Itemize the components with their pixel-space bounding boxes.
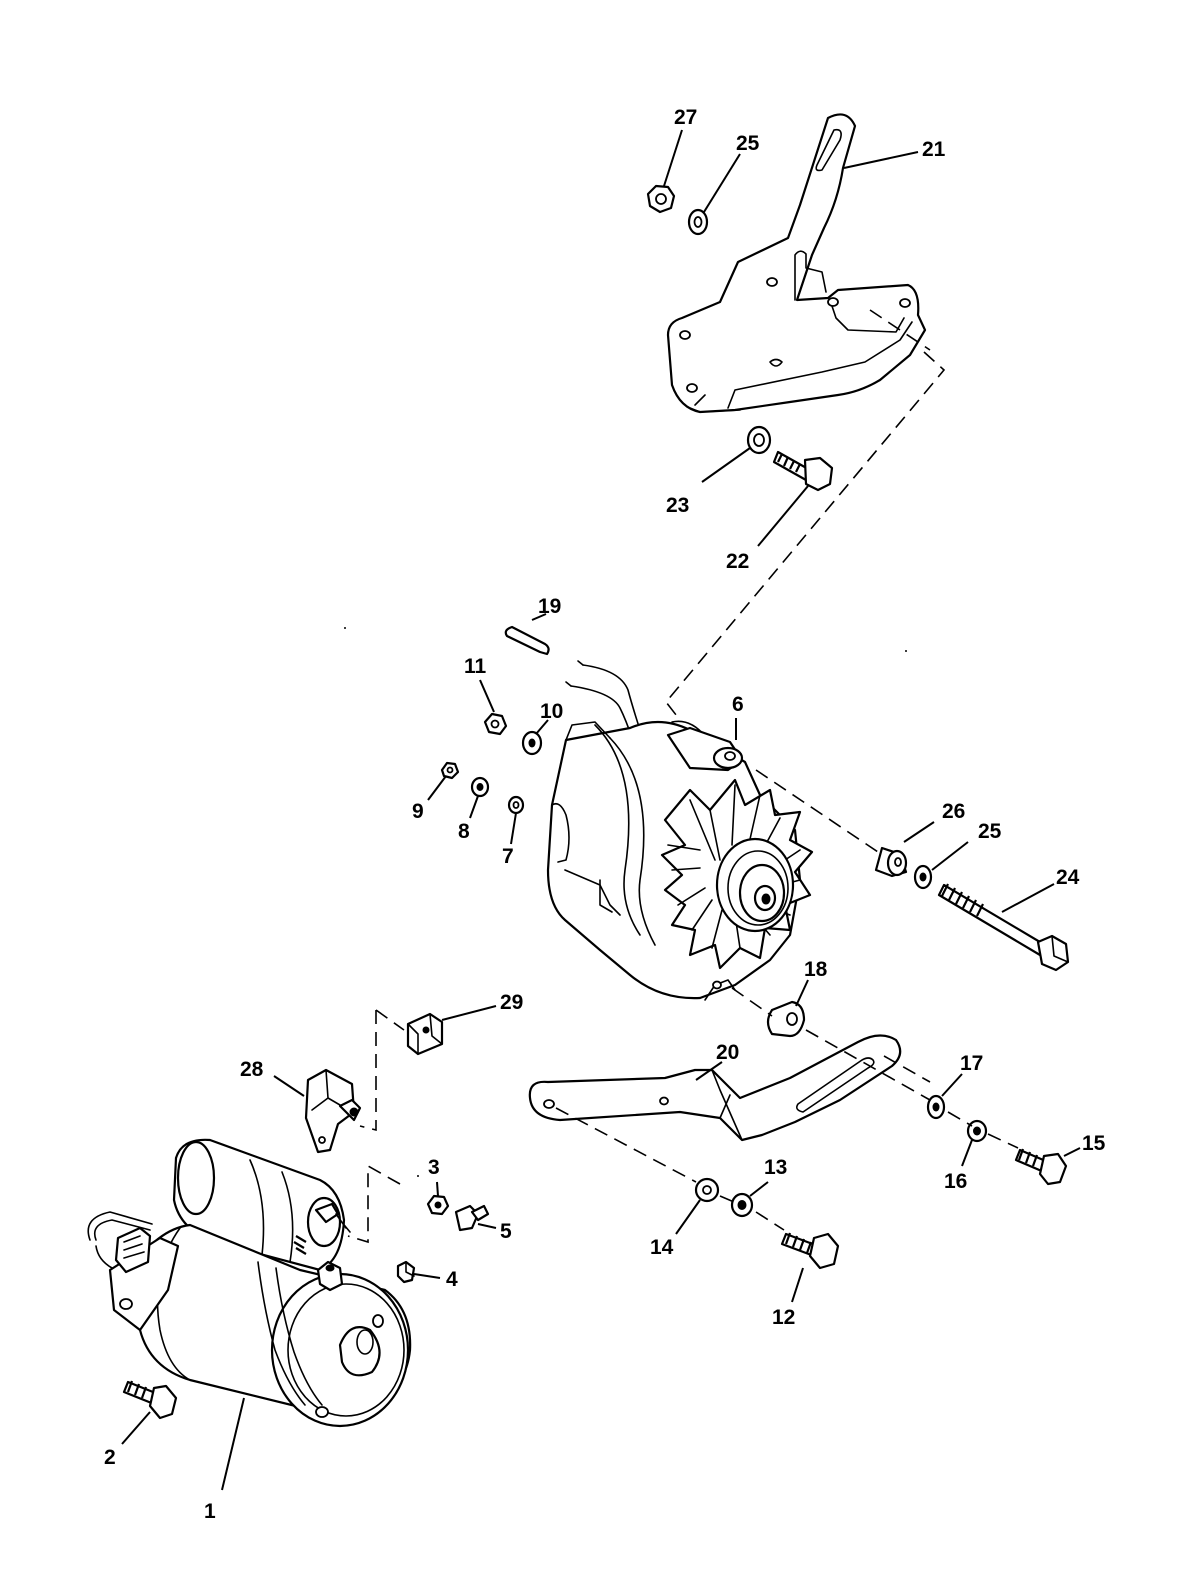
pin-19 — [504, 625, 550, 656]
terminal-block-28 — [304, 1068, 362, 1154]
callout-10: 10 — [540, 700, 563, 723]
callout-12: 12 — [772, 1306, 795, 1329]
callout-17: 17 — [960, 1052, 983, 1075]
callout-29: 29 — [500, 991, 523, 1014]
washer-25-top — [687, 208, 709, 236]
washer-23 — [746, 425, 772, 455]
nut-4 — [396, 1260, 416, 1284]
callout-16: 16 — [944, 1170, 967, 1193]
washer-14 — [694, 1177, 720, 1203]
alternator-mounting-bracket — [666, 113, 927, 414]
alternator-wire-harness — [565, 660, 641, 739]
callout-26: 26 — [942, 800, 965, 823]
callout-19: 19 — [538, 595, 561, 618]
bolt-15 — [1014, 1148, 1068, 1186]
spacer-26 — [874, 846, 908, 878]
washer-10 — [521, 730, 543, 756]
nut-3 — [426, 1194, 450, 1216]
bolt-24 — [937, 883, 1070, 972]
washer-17 — [926, 1094, 946, 1120]
bolt-12 — [780, 1232, 840, 1270]
callout-18: 18 — [804, 958, 828, 981]
assembly-dashed-lines — [347, 309, 1019, 1244]
lockwasher-13 — [730, 1192, 754, 1218]
callout-2: 2 — [104, 1446, 116, 1469]
spacer-18 — [766, 1000, 806, 1038]
callout-21: 21 — [922, 138, 946, 161]
bolt-2 — [122, 1380, 178, 1420]
callout-25-mid: 25 — [978, 820, 1002, 843]
adjusting-bracket — [528, 1034, 902, 1142]
callout-15: 15 — [1082, 1132, 1106, 1155]
bolt-22 — [772, 450, 834, 492]
terminal-5 — [454, 1204, 490, 1232]
callout-20: 20 — [716, 1041, 739, 1064]
nut-9 — [440, 761, 460, 780]
callout-8: 8 — [458, 820, 470, 843]
callout-5: 5 — [500, 1220, 512, 1243]
callout-7: 7 — [502, 845, 514, 868]
hex-nut-27 — [646, 184, 676, 214]
leader-lines — [121, 129, 1081, 1491]
callout-1: 1 — [204, 1500, 216, 1523]
alternator — [546, 720, 814, 1001]
callout-6: 6 — [732, 693, 744, 716]
callout-22: 22 — [726, 550, 749, 573]
callout-28: 28 — [240, 1058, 264, 1081]
washer-7 — [507, 795, 525, 815]
callout-13: 13 — [764, 1156, 787, 1179]
washer-25-mid — [913, 864, 933, 890]
washer-8 — [470, 776, 490, 798]
starter-motor — [87, 1138, 412, 1428]
callout-3: 3 — [428, 1156, 440, 1179]
nut-11 — [483, 712, 508, 736]
callout-24: 24 — [1056, 866, 1080, 889]
callout-labels: 1 2 3 4 5 6 7 8 9 10 11 12 13 14 15 16 1… — [104, 106, 1106, 1523]
lockwasher-16 — [966, 1119, 988, 1143]
callout-25-top: 25 — [736, 132, 760, 155]
callout-4: 4 — [446, 1268, 458, 1291]
clip-29 — [406, 1012, 444, 1056]
callout-14: 14 — [650, 1236, 674, 1259]
callout-11: 11 — [464, 655, 487, 678]
callout-9: 9 — [412, 800, 424, 823]
callout-23: 23 — [666, 494, 689, 517]
callout-27: 27 — [674, 106, 697, 129]
